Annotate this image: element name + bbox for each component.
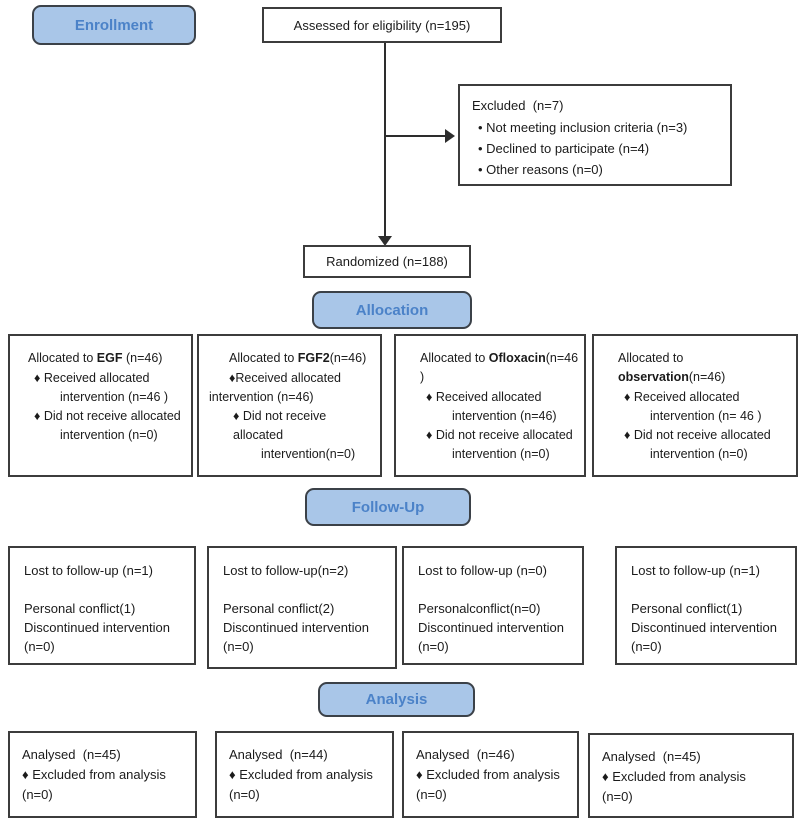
analysis-line: ♦ Excluded from analysis [22, 767, 166, 782]
followup-line: (n=0) [223, 639, 254, 654]
arrow-down-icon [378, 236, 392, 246]
allocation-line: intervention (n=46) [452, 409, 557, 423]
followup-line: Discontinued intervention [631, 620, 777, 635]
followup-line: Discontinued intervention [24, 620, 170, 635]
allocation-line: ♦ Received allocated [34, 371, 150, 385]
analysis-title: Analysed (n=45) [602, 749, 701, 764]
allocation-line: ♦ Did not receive allocated [624, 428, 771, 442]
excluded-title: Excluded (n=7) [472, 98, 564, 113]
excluded-box: Excluded (n=7) • Not meeting inclusion c… [458, 84, 732, 186]
drug-name: EGF [96, 351, 123, 365]
followup-box-egf: Lost to follow-up (n=1) Personal conflic… [8, 546, 196, 665]
allocation-line: intervention (n= 46 ) [650, 409, 762, 423]
followup-line: (n=0) [24, 639, 55, 654]
analysis-box-fgf2: Analysed (n=44) ♦ Excluded from analysis… [215, 731, 394, 818]
analysis-line: (n=0) [602, 789, 633, 804]
allocation-box-ofloxacin: Allocated to Ofloxacin(n=46 ) ♦ Received… [394, 334, 586, 477]
randomized-box: Randomized (n=188) [303, 245, 471, 278]
followup-line: (n=0) [418, 639, 449, 654]
stage-label-allocation: Allocation [312, 291, 472, 329]
followup-line: (n=0) [631, 639, 662, 654]
stage-label-analysis: Analysis [318, 682, 475, 717]
analysis-line: ♦ Excluded from analysis [416, 767, 560, 782]
allocation-line: intervention(n=0) [261, 447, 356, 461]
followup-line: Personal conflict(2) [223, 601, 335, 616]
drug-name: FGF2 [297, 351, 330, 365]
drug-name: observation [618, 370, 689, 384]
allocation-line: intervention (n=0) [650, 447, 748, 461]
analysis-title: Analysed (n=44) [229, 747, 328, 762]
followup-title: Lost to follow-up (n=1) [24, 563, 153, 578]
analysis-line: ♦ Excluded from analysis [602, 769, 746, 784]
followup-line: Personalconflict(n=0) [418, 601, 541, 616]
followup-line: Discontinued intervention [223, 620, 369, 635]
analysis-line: (n=0) [416, 787, 447, 802]
allocation-line: ♦ Did not receive allocated [426, 428, 573, 442]
excluded-item: • Other reasons (n=0) [478, 162, 603, 177]
allocation-title: Allocated to FGF2(n=46) [229, 351, 367, 365]
followup-title: Lost to follow-up(n=2) [223, 563, 349, 578]
arrow-right-icon [445, 129, 455, 143]
assessed-box: Assessed for eligibility (n=195) [262, 7, 502, 43]
stage-label-followup: Follow-Up [305, 488, 471, 526]
excluded-item: • Declined to participate (n=4) [478, 141, 650, 156]
followup-box-fgf2: Lost to follow-up(n=2) Personal conflict… [207, 546, 397, 669]
followup-box-observation: Lost to follow-up (n=1) Personal conflic… [615, 546, 797, 665]
followup-line: Discontinued intervention [418, 620, 564, 635]
followup-box-ofloxacin: Lost to follow-up (n=0) Personalconflict… [402, 546, 584, 665]
allocation-line: intervention (n=46) [209, 390, 314, 404]
drug-name: Ofloxacin [488, 351, 546, 365]
randomized-text: Randomized (n=188) [326, 254, 448, 269]
allocation-line: intervention (n=0) [452, 447, 550, 461]
allocation-line: intervention (n=0) [60, 428, 158, 442]
analysis-box-ofloxacin: Analysed (n=46) ♦ Excluded from analysis… [402, 731, 579, 818]
analysis-line: ♦ Excluded from analysis [229, 767, 373, 782]
analysis-title: Analysed (n=46) [416, 747, 515, 762]
followup-line: Personal conflict(1) [24, 601, 136, 616]
connector-to-excluded [385, 135, 445, 137]
followup-title: Lost to follow-up (n=0) [418, 563, 547, 578]
allocation-title: Allocated to observation(n=46) [618, 351, 726, 384]
assessed-text: Assessed for eligibility (n=195) [293, 17, 471, 33]
allocation-title: Allocated to Ofloxacin(n=46 ) [420, 351, 582, 384]
allocation-line: ♦Received allocated [229, 371, 341, 385]
followup-line: Personal conflict(1) [631, 601, 743, 616]
followup-title: Lost to follow-up (n=1) [631, 563, 760, 578]
analysis-box-egf: Analysed (n=45) ♦ Excluded from analysis… [8, 731, 197, 818]
allocation-box-observation: Allocated to observation(n=46) ♦ Receive… [592, 334, 798, 477]
allocation-box-fgf2: Allocated to FGF2(n=46) ♦Received alloca… [197, 334, 382, 477]
connector-assessed-to-randomized [384, 43, 386, 237]
analysis-title: Analysed (n=45) [22, 747, 121, 762]
stage-label-enrollment: Enrollment [32, 5, 196, 45]
allocation-line: ♦ Received allocated [624, 390, 740, 404]
allocation-box-egf: Allocated to EGF (n=46) ♦ Received alloc… [8, 334, 193, 477]
excluded-item: • Not meeting inclusion criteria (n=3) [478, 120, 688, 135]
analysis-line: (n=0) [229, 787, 260, 802]
allocation-line: intervention (n=46 ) [60, 390, 169, 404]
analysis-box-observation: Analysed (n=45) ♦ Excluded from analysis… [588, 733, 794, 818]
allocation-line: ♦ Did not receive allocated [233, 409, 330, 442]
allocation-line: ♦ Did not receive allocated [34, 409, 181, 423]
allocation-line: ♦ Received allocated [426, 390, 542, 404]
analysis-line: (n=0) [22, 787, 53, 802]
allocation-title: Allocated to EGF (n=46) [28, 351, 163, 365]
